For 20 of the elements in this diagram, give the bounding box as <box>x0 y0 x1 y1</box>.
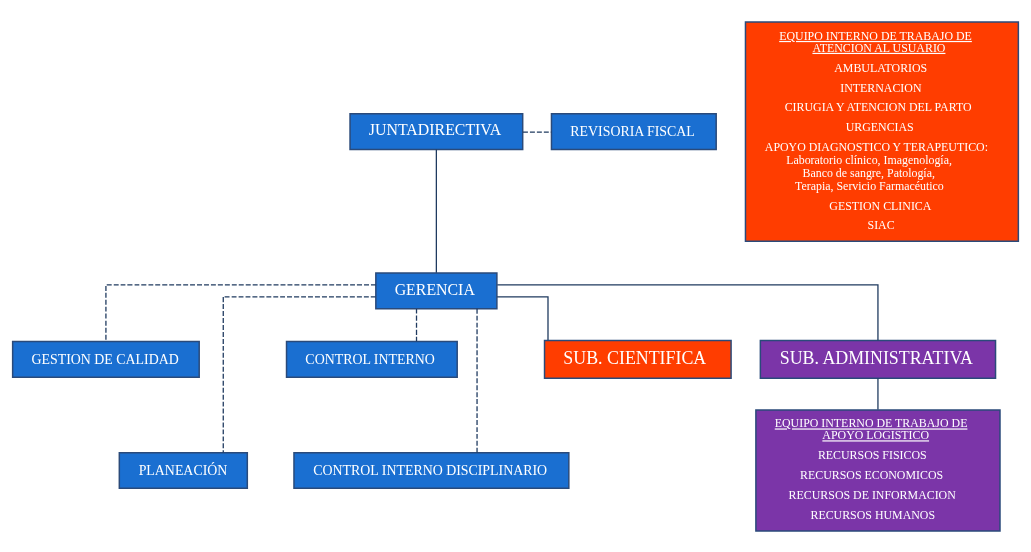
connector <box>496 295 549 341</box>
node-box: CONTROL INTERNO DISCIPLINARIO <box>293 451 570 489</box>
connector <box>476 307 478 453</box>
node-box: CONTROL INTERNO <box>285 340 458 378</box>
connector <box>496 283 879 341</box>
node-box: JUNTADIRECTIVA <box>349 112 524 150</box>
connector <box>222 295 377 453</box>
connector <box>522 130 552 133</box>
node-box: EQUIPO INTERNO DE TRABAJO DE APOYO LOGISTICO RECURSOS FISICOS RECURSOS ECONOMICOS RECURSOS DE INFORMACION RECURSOS HUMANOS <box>755 408 1001 532</box>
node-box: GERENCIA <box>375 271 498 309</box>
connector <box>435 148 437 273</box>
node-box: REVISORIA FISCAL <box>550 112 717 150</box>
node-box: PLANEACIÓN <box>118 451 249 489</box>
connector <box>415 307 418 342</box>
node-box: SUB. ADMINISTRATIVA <box>759 339 997 379</box>
node-box: EQUIPO INTERNO DE TRABAJO DE ATENCION AL USUARIO AMBULATORIOS INTERNACION CIRUGIA Y ATENCION DEL PARTO URGENCIAS APOYO DIAGNOSTICO Y TERAPEUTICO: Laboratorio clínico, Imagenología, Banco de sangre, Patología, Terapia, Servicio Farmacéutico GESTION CLINICA SIAC <box>744 20 1020 242</box>
connector <box>105 283 377 342</box>
node-box: GESTION DE CALIDAD <box>11 340 200 378</box>
node-box: SUB. CIENTIFICA <box>543 339 732 379</box>
connector <box>877 377 879 410</box>
